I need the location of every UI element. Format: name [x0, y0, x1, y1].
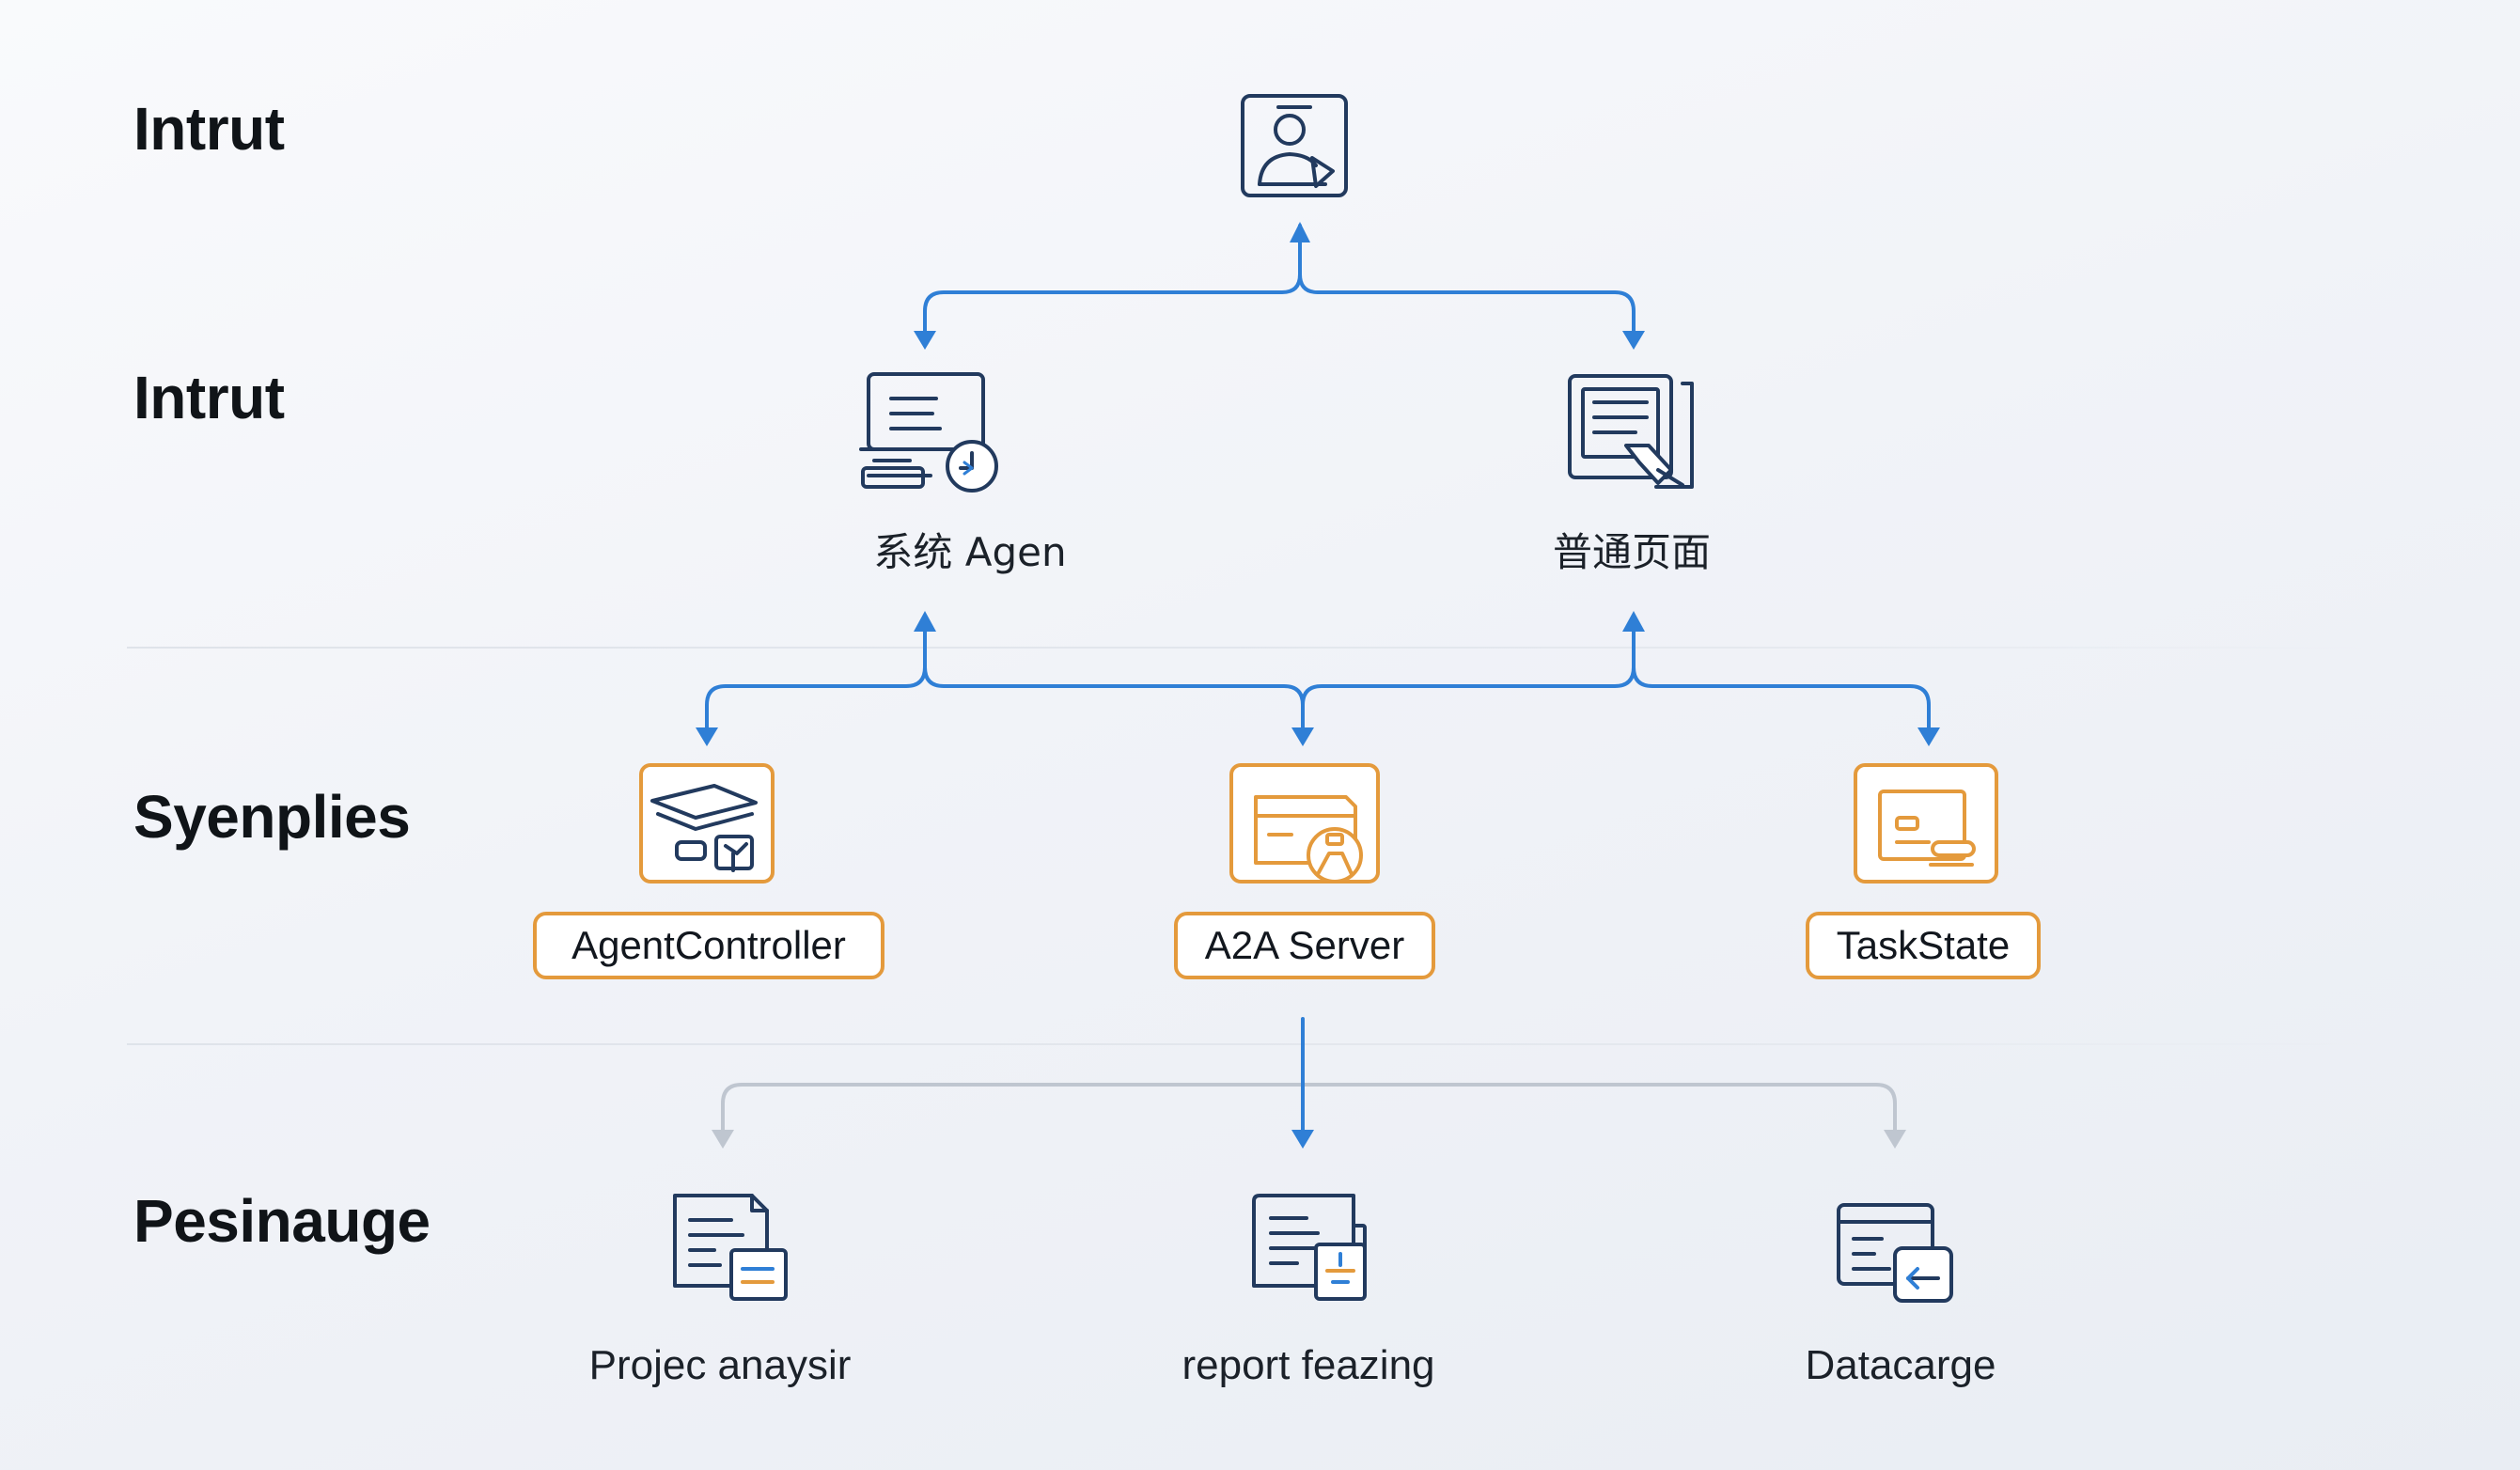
a2a-server-label: A2A Server [1204, 923, 1405, 967]
arrowhead-datacarge-down [1884, 1130, 1906, 1149]
tier-divider-1 [127, 647, 2383, 649]
arrowhead-a2a-down [1291, 727, 1314, 746]
tier-label-1: Intrut [133, 95, 285, 163]
normal-page-label: 普通页面 [1552, 529, 1712, 575]
user-profile-icon [1241, 94, 1348, 197]
tier-label-4: Pesinauge [133, 1187, 430, 1255]
task-state-node[interactable]: TaskState [1806, 912, 2041, 979]
connectors [705, 224, 1931, 1135]
desktop-workflow-icon [859, 372, 998, 493]
arrowhead-system-agent-down [914, 331, 936, 350]
server-card-icon [1229, 763, 1380, 884]
connector-bus-right [1301, 620, 1636, 707]
arrowhead-agentcontroller-down [696, 727, 718, 746]
arrowhead-system-agent-up [914, 611, 936, 632]
arrowheads [696, 222, 1940, 1149]
arrowhead-report-down [1291, 1130, 1314, 1149]
tier-label-3: Syenplies [133, 783, 411, 851]
report-document-icon [1252, 1194, 1367, 1301]
agent-controller-label: AgentController [571, 923, 846, 967]
tier-divider-2 [127, 1043, 2383, 1045]
project-analysis-label: Projec anaysir [588, 1342, 852, 1388]
task-state-icon [1854, 763, 1998, 884]
connector-system-agent-up [705, 620, 927, 739]
arrowhead-project-down [712, 1130, 734, 1149]
document-edit-icon [1568, 374, 1694, 489]
connector-normal-page-to-taskstate [1632, 665, 1931, 739]
datacarge-label: Datacarge [1805, 1342, 1996, 1388]
arrowhead-normal-page-up [1622, 611, 1645, 632]
data-window-icon [1837, 1203, 1953, 1303]
system-agent-label: 系统 Agen [873, 529, 1067, 575]
connector-gray-bus [721, 1083, 1897, 1135]
connector-bus-middle [923, 665, 1305, 739]
document-analysis-icon [673, 1194, 788, 1301]
connector-root-to-normal-page [1298, 273, 1636, 340]
report-feazing-label: report feazing [1182, 1342, 1435, 1388]
task-state-label: TaskState [1836, 923, 2011, 967]
tier-label-2: Intrut [133, 364, 285, 431]
controller-icon [639, 763, 775, 884]
arrowhead-root-up [1290, 222, 1310, 242]
a2a-server-node[interactable]: A2A Server [1174, 912, 1435, 979]
agent-controller-node[interactable]: AgentController [533, 912, 884, 979]
arrowhead-taskstate-down [1917, 727, 1940, 746]
arrowhead-normal-page-down [1622, 331, 1645, 350]
connector-root-to-system-agent [923, 224, 1302, 340]
